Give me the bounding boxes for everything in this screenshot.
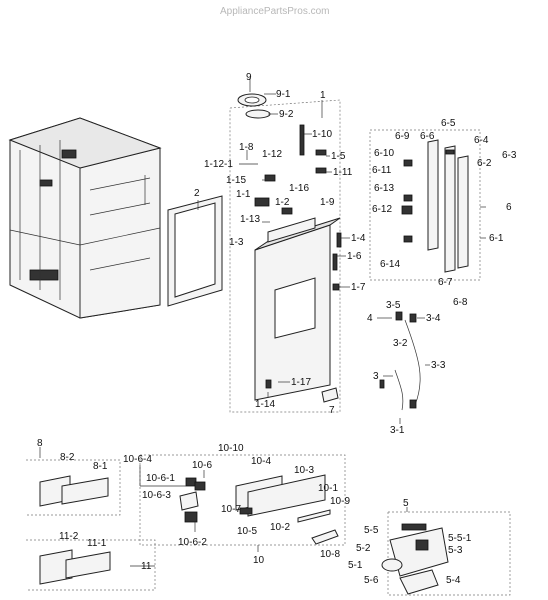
label-8: 8: [37, 438, 43, 449]
label-5: 5: [403, 498, 409, 509]
label-6-14: 6-14: [380, 259, 400, 270]
label-7: 7: [329, 405, 335, 416]
label-1-13: 1-13: [240, 214, 260, 225]
door-assembly-illustration: [229, 99, 342, 413]
label-11-1: 11-1: [87, 538, 107, 549]
label-5-4: 5-4: [446, 575, 461, 586]
label-1-4: 1-4: [351, 233, 366, 244]
label-11: 11: [141, 561, 152, 572]
label-6: 6: [506, 202, 512, 213]
label-3-1: 3-1: [390, 425, 405, 436]
label-1-15: 1-15: [226, 175, 246, 186]
label-1-1: 1-1: [236, 189, 251, 200]
label-10-6-1: 10-6-1: [146, 473, 175, 484]
label-9: 9: [246, 72, 252, 83]
label-6-9: 6-9: [395, 131, 410, 142]
label-1-9: 1-9: [320, 197, 335, 208]
label-3-5: 3-5: [386, 300, 401, 311]
label-9-2: 9-2: [279, 109, 294, 120]
label-6-3: 6-3: [502, 150, 517, 161]
watermark-text: AppliancePartsPros.com: [220, 6, 330, 17]
label-5-2: 5-2: [356, 543, 371, 554]
leader-lines: [39, 78, 486, 567]
label-1-7: 1-7: [351, 282, 366, 293]
label-1-3: 1-3: [229, 237, 244, 248]
label-6-12: 6-12: [372, 204, 392, 215]
label-5-5-1: 5-5-1: [448, 533, 472, 544]
label-6-4: 6-4: [474, 135, 489, 146]
label-10-3: 10-3: [294, 465, 314, 476]
door-bin-illustration: [26, 459, 156, 591]
label-1-8: 1-8: [239, 142, 254, 153]
label-2: 2: [194, 188, 200, 199]
label-1-12-1: 1-12-1: [204, 159, 233, 170]
label-3: 3: [373, 371, 379, 382]
handle-cap-illustration: [237, 93, 271, 119]
label-6-7: 6-7: [438, 277, 453, 288]
label-1-12: 1-12: [262, 149, 282, 160]
refrigerator-cabinet-illustration: [8, 117, 162, 319]
door-strip-assembly-illustration: [369, 129, 481, 281]
label-10-6: 10-6: [192, 460, 212, 471]
label-5-3: 5-3: [448, 545, 463, 556]
label-9-1: 9-1: [276, 89, 291, 100]
label-10-8: 10-8: [320, 549, 340, 560]
label-1-5: 1-5: [331, 151, 346, 162]
label-10-2: 10-2: [270, 522, 290, 533]
label-3-2: 3-2: [393, 338, 408, 349]
label-1-11: 1-11: [333, 167, 353, 178]
label-6-5: 6-5: [441, 118, 456, 129]
label-1-2: 1-2: [275, 197, 290, 208]
label-1: 1: [320, 90, 326, 101]
label-1-14: 1-14: [255, 399, 275, 410]
ice-maker-illustration: [381, 511, 511, 596]
label-5-1: 5-1: [348, 560, 363, 571]
label-5-5: 5-5: [364, 525, 379, 536]
label-10-6-3: 10-6-3: [142, 490, 171, 501]
label-6-8: 6-8: [453, 297, 468, 308]
label-6-11: 6-11: [372, 165, 392, 176]
label-10-4: 10-4: [251, 456, 271, 467]
label-10-10: 10-10: [218, 443, 244, 454]
label-10-6-2: 10-6-2: [178, 537, 207, 548]
label-3-4: 3-4: [426, 313, 441, 324]
label-1-10: 1-10: [312, 129, 332, 140]
part-labels: 9 9-1 9-2 1 1-10 1-5 1-11 1-8 1-12-1 1-1…: [37, 72, 517, 586]
label-3-3: 3-3: [431, 360, 446, 371]
label-6-1: 6-1: [489, 233, 504, 244]
label-8-2: 8-2: [60, 452, 75, 463]
label-10-1: 10-1: [318, 483, 338, 494]
label-8-1: 8-1: [93, 461, 108, 472]
door-gasket-illustration: [167, 195, 223, 307]
label-5-6: 5-6: [364, 575, 379, 586]
label-10-9: 10-9: [330, 496, 350, 507]
label-1-16: 1-16: [289, 183, 309, 194]
label-4: 4: [367, 313, 373, 324]
dispenser-panel-illustration: [139, 454, 346, 546]
label-10-7: 10-7: [221, 504, 241, 515]
label-10: 10: [253, 555, 265, 566]
label-10-6-4: 10-6-4: [123, 454, 152, 465]
label-10-5: 10-5: [237, 526, 257, 537]
water-tube-illustration: [379, 311, 421, 411]
label-6-2: 6-2: [477, 158, 492, 169]
label-6-13: 6-13: [374, 183, 394, 194]
label-1-6: 1-6: [347, 251, 362, 262]
label-6-6: 6-6: [420, 131, 435, 142]
label-11-2: 11-2: [59, 531, 79, 542]
label-6-10: 6-10: [374, 148, 394, 159]
label-1-17: 1-17: [291, 377, 311, 388]
